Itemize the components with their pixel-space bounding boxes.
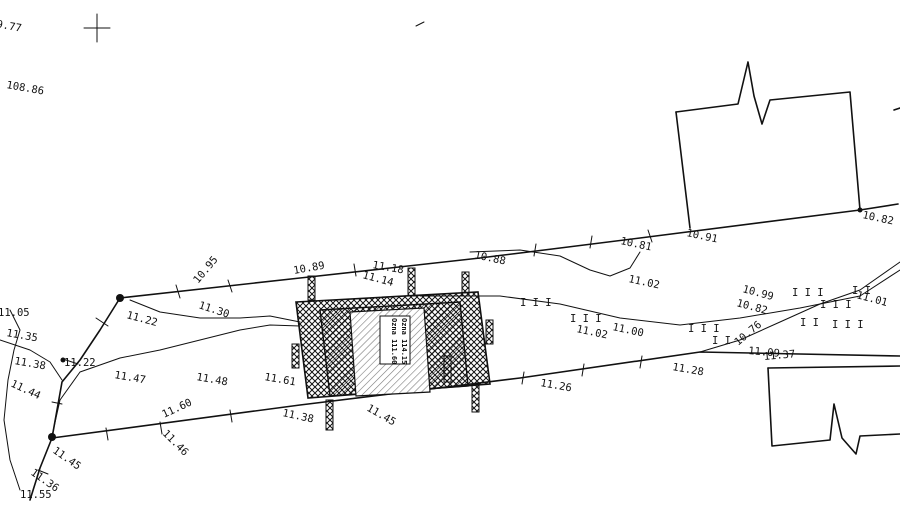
contour-line-6 [0,339,63,381]
contour-line-1 [129,299,301,323]
building-outline-right [893,107,900,111]
elevation-label: 10.91 [685,227,718,245]
building-outline-bottom [767,365,900,369]
survey-point-node [48,433,56,441]
elevation-label: 10.88 [473,249,506,267]
building-outline-top [675,61,861,211]
terrain-symbol: I I I [520,297,552,309]
main-building: Ozna 111.60 Ozna 114.15 [291,267,494,431]
elevation-label: 10.76 [732,319,764,349]
terrain-symbol: I I [800,317,819,329]
elevation-label: 11.46 [160,428,191,459]
terrain-symbol: I I I [570,313,602,325]
elevation-label: 11.60 [160,396,194,420]
terrain-symbol: I I I [820,299,852,311]
survey-point-node [116,294,124,302]
elevation-label: 11.28 [671,361,704,378]
building-pier [443,355,452,383]
elevation-label: 11.45 [50,445,83,473]
elevation-label: 11.22 [125,309,159,329]
survey-point-node [60,357,66,363]
building-pier [307,275,316,301]
elevation-label: 11.37 [763,348,796,363]
elevation-label: 11.02 [627,273,660,291]
grid-cross-mark [83,13,111,43]
elevation-label: 11.30 [197,299,231,320]
building-tag-b: Ozna 114.15 [400,318,408,364]
road-lower-edge [51,351,900,439]
elevation-label: 10.89 [292,260,325,277]
terrain-symbol: I I I [832,319,864,331]
building-pier [461,271,470,297]
elevation-label: 11.55 [20,489,52,501]
contour-line-2 [51,324,301,437]
stray-mark [415,21,425,27]
building-tag-a: Ozna 111.60 [390,318,398,364]
building-pier [471,383,480,413]
elevation-label: 9.77 [0,18,23,34]
elevation-label: 10.82 [861,209,894,227]
elevation-label: 11.45 [365,402,398,428]
elevation-label: 11.44 [9,378,43,402]
road-left-edge [29,297,121,501]
building-tag-box [379,315,411,365]
elevation-label: 11.22 [64,357,96,369]
elevation-labels: 9.77 108.86 11.05 11.35 11.38 11.44 11.2… [0,18,895,501]
terrain-symbol: I I [712,335,731,347]
road-upper-edge [119,203,899,299]
elevation-label: 11.18 [371,259,404,276]
building-pier [291,343,300,369]
elevation-label: 11.38 [13,355,46,372]
elevation-label: 11.35 [5,327,38,344]
elevation-label: 11.61 [263,371,296,388]
elevation-label: 11.00 [611,321,644,339]
terrain-symbol: I I I [688,323,720,335]
terrain-symbol: I I I [792,287,824,299]
contour-line-4 [419,269,900,326]
elevation-label: 11.05 [0,307,30,319]
building-pier [485,319,494,345]
road-tick-marks [37,229,653,475]
elevation-label: 10.95 [191,254,221,286]
elevation-label: 11.48 [195,371,228,388]
ground-symbols: I I I I I I I I I I I I I I I I I I I I … [520,285,871,347]
building-pier [325,399,334,431]
elevation-label: 108.86 [5,79,44,97]
elevation-label: 11.02 [575,323,608,341]
elevation-label: 10.81 [619,235,652,253]
road-curve [3,309,21,491]
elevation-label: 11.47 [113,369,146,386]
contour-line-3 [469,249,641,277]
terrain-symbol: I I [852,285,871,297]
building-pier [407,267,416,297]
elevation-label: 11.38 [281,407,314,425]
elevation-label: 11.26 [539,377,572,394]
contour-line-5 [699,261,900,353]
building-wall [675,111,691,229]
building-outline-bottom-b [767,367,900,455]
elevation-label: 11.09 [748,345,781,360]
